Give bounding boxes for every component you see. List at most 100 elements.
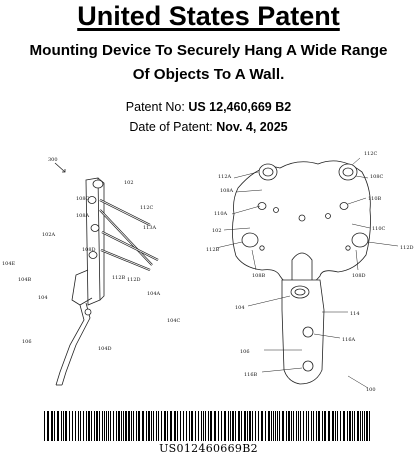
right-figure-leaders (215, 157, 399, 389)
barcode-bar (51, 411, 53, 441)
barcode-bar (369, 411, 370, 441)
label-112a: 112A (218, 174, 232, 180)
barcode-bar (265, 411, 266, 441)
barcode-bar (303, 411, 304, 441)
barcode-bar (271, 411, 272, 441)
barcode-bar (99, 411, 100, 441)
barcode-bar (291, 411, 292, 441)
label-102: 102 (124, 180, 134, 186)
barcode-bar (138, 411, 140, 441)
barcode-bar (357, 411, 359, 441)
label-112d: 112D (127, 277, 141, 283)
document-title: United States Patent (0, 0, 417, 32)
barcode-bar (78, 411, 79, 441)
patent-date-value: Nov. 4, 2025 (216, 120, 288, 134)
barcode-bar (255, 411, 256, 441)
left-figure (54, 162, 159, 386)
barcode-bar (61, 411, 62, 441)
label-104b: 104B (18, 277, 32, 283)
barcode-bar (349, 411, 351, 441)
barcode-bar (268, 411, 270, 441)
barcode-bar (88, 411, 90, 441)
label-104a: 104A (147, 291, 161, 297)
barcode-bar (86, 411, 87, 441)
barcode-bar (210, 411, 212, 441)
barcode-bar (279, 411, 280, 441)
label-104c: 104C (167, 318, 181, 324)
barcode-bar (151, 411, 152, 441)
barcode-bar (110, 411, 111, 441)
barcode-bar (252, 411, 253, 441)
barcode-bar (343, 411, 345, 441)
barcode-bar (47, 411, 49, 441)
barcode-bar (158, 411, 159, 441)
barcode-bar (298, 411, 299, 441)
barcode-bar (44, 411, 45, 441)
label-108a: 108A (76, 213, 90, 219)
barcode-bar (118, 411, 120, 441)
barcode-bar (258, 411, 259, 441)
barcode-bar (332, 411, 334, 441)
barcode-bar (133, 411, 134, 441)
barcode-bar (221, 411, 222, 441)
barcode-bar (352, 411, 353, 441)
label-108c-right: 108C (370, 174, 384, 180)
barcode-bar (63, 411, 64, 441)
barcode-bar (300, 411, 301, 441)
barcode-bar (142, 411, 144, 441)
barcode-bar (360, 411, 361, 441)
barcode-bar (337, 411, 338, 441)
patent-subtitle: Mounting Device To Securely Hang A Wide … (29, 42, 388, 83)
right-figure-labels: 112C 112A 108C 108A 110B 110A 102 110C 1… (206, 151, 414, 393)
barcode-bar (183, 411, 184, 441)
barcode-bar (106, 411, 107, 441)
label-108a-right: 108A (220, 188, 234, 194)
label-110a: 110A (214, 211, 228, 217)
barcode (44, 411, 370, 441)
label-108c: 108C (76, 196, 90, 202)
barcode-bar (96, 411, 98, 441)
patent-number-line: Patent No: US 12,460,669 B2 (0, 100, 417, 114)
barcode-bar (364, 411, 365, 441)
barcode-bar (161, 411, 162, 441)
label-104e: 104E (2, 261, 16, 267)
label-108b: 108B (252, 273, 266, 279)
label-113a: 113A (143, 225, 157, 231)
barcode-bar (335, 411, 336, 441)
barcode-bar (123, 411, 124, 441)
left-figure-labels: 300 102 108C 112C 108A 102A 113A 108D 10… (2, 157, 181, 352)
barcode-bar (228, 411, 229, 441)
barcode-bar (69, 411, 70, 441)
label-106-right: 106 (240, 349, 250, 355)
barcode-bar (128, 411, 130, 441)
barcode-bar (347, 411, 348, 441)
label-104-right: 104 (235, 305, 245, 311)
label-104d: 104D (98, 346, 112, 352)
barcode-bar (102, 411, 103, 441)
barcode-bar (156, 411, 157, 441)
label-104: 104 (38, 295, 48, 301)
label-116b: 116B (244, 372, 258, 378)
barcode-bar (153, 411, 154, 441)
patent-drawing: 300 102 108C 112C 108A 102A 113A 108D 10… (2, 151, 414, 393)
barcode-bar (136, 411, 137, 441)
patent-number-label: Patent No: (125, 100, 185, 114)
barcode-bar (328, 411, 330, 441)
right-figure (232, 160, 371, 385)
barcode-bar (366, 411, 368, 441)
barcode-bar (164, 411, 166, 441)
barcode-bar (286, 411, 287, 441)
barcode-bar (148, 411, 150, 441)
barcode-bar (57, 411, 59, 441)
barcode-bar (83, 411, 84, 441)
barcode-bar (104, 411, 105, 441)
label-102-right: 102 (212, 228, 222, 234)
label-110c: 110C (372, 226, 386, 232)
barcode-bar (324, 411, 326, 441)
barcode-bar (244, 411, 246, 441)
barcode-bar (201, 411, 202, 441)
patent-date-label: Date of Patent: (129, 120, 213, 134)
label-112c-right: 112C (364, 151, 378, 157)
barcode-bar (72, 411, 73, 441)
barcode-number: US012460669B2 (159, 442, 258, 455)
